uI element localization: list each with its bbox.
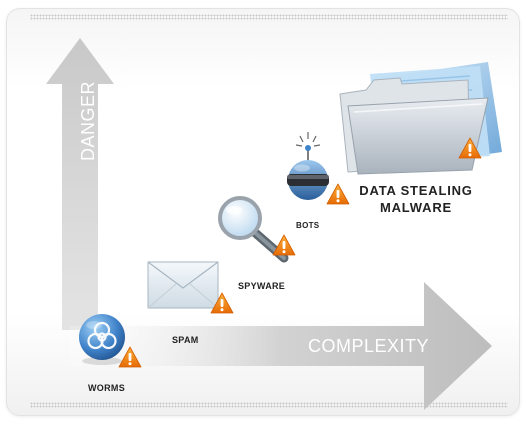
- biohazard-icon: [79, 314, 125, 365]
- complexity-arrow: [70, 282, 492, 410]
- dotted-border-top: [30, 14, 508, 20]
- spyware-warning-icon: [272, 234, 296, 256]
- danger-arrow: [46, 38, 114, 330]
- magnifier-icon: [218, 196, 289, 263]
- spyware-label: SPYWARE: [238, 281, 286, 291]
- dotted-border-bottom: [30, 402, 508, 408]
- robot-icon: [287, 132, 329, 200]
- danger-axis-label: DANGER: [78, 81, 98, 162]
- folder-icon: [339, 62, 502, 175]
- spam-label: SPAM: [172, 335, 199, 345]
- malware-label-line1: DATA STEALING: [359, 183, 473, 198]
- bots-warning-icon: [326, 183, 350, 205]
- malware-label-line2: MALWARE: [379, 200, 453, 215]
- complexity-axis-label: COMPLEXITY: [308, 336, 430, 356]
- bots-label: BOTS: [296, 221, 320, 230]
- data-stealing-malware-label: DATA STEALING MALWARE: [352, 182, 480, 216]
- envelope-icon: [147, 261, 219, 309]
- worms-label: WORMS: [88, 383, 125, 393]
